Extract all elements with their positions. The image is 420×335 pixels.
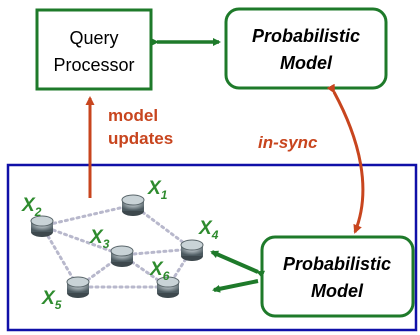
sensor-node-x4 [180, 239, 204, 261]
sensor-node-x5 [66, 276, 90, 298]
node-label-x1: X1 [147, 178, 168, 202]
node-label-x2: X2 [21, 195, 42, 219]
node-label-x4: X4 [198, 218, 219, 242]
model-updates-label-1: model [108, 106, 158, 125]
probabilistic-model-bottom-box: Probabilistic Model [260, 235, 415, 318]
model-top-line2: Model [280, 53, 333, 73]
query-processor-line1: Query [69, 28, 118, 48]
link-x3-x4 [120, 247, 194, 257]
in-sync-label: in-sync [258, 133, 318, 152]
node-to-model-arrow-upper [210, 250, 266, 279]
sensor-node-x3 [110, 245, 134, 267]
link-x2-x3 [40, 224, 124, 257]
query-processor-box: Query Processor [35, 8, 153, 91]
probabilistic-model-top-box: Probabilistic Model [224, 7, 388, 90]
node-label-x5: X5 [41, 288, 62, 312]
link-x2-x1 [40, 203, 135, 228]
query-processor-line2: Processor [53, 55, 134, 75]
sensor-node-x6 [156, 276, 180, 298]
node-label-x3: X3 [89, 227, 110, 251]
in-sync-arrow [326, 83, 365, 234]
node-label-x6: X6 [149, 259, 170, 283]
model-updates-label-2: updates [108, 129, 173, 148]
model-top-line1: Probabilistic [252, 26, 360, 46]
model-bottom-line2: Model [311, 281, 364, 301]
node-to-model-arrow-lower [212, 279, 259, 293]
sensor-node-x1 [121, 194, 145, 216]
model-bottom-line1: Probabilistic [283, 254, 391, 274]
sensor-node-x2 [30, 215, 54, 237]
